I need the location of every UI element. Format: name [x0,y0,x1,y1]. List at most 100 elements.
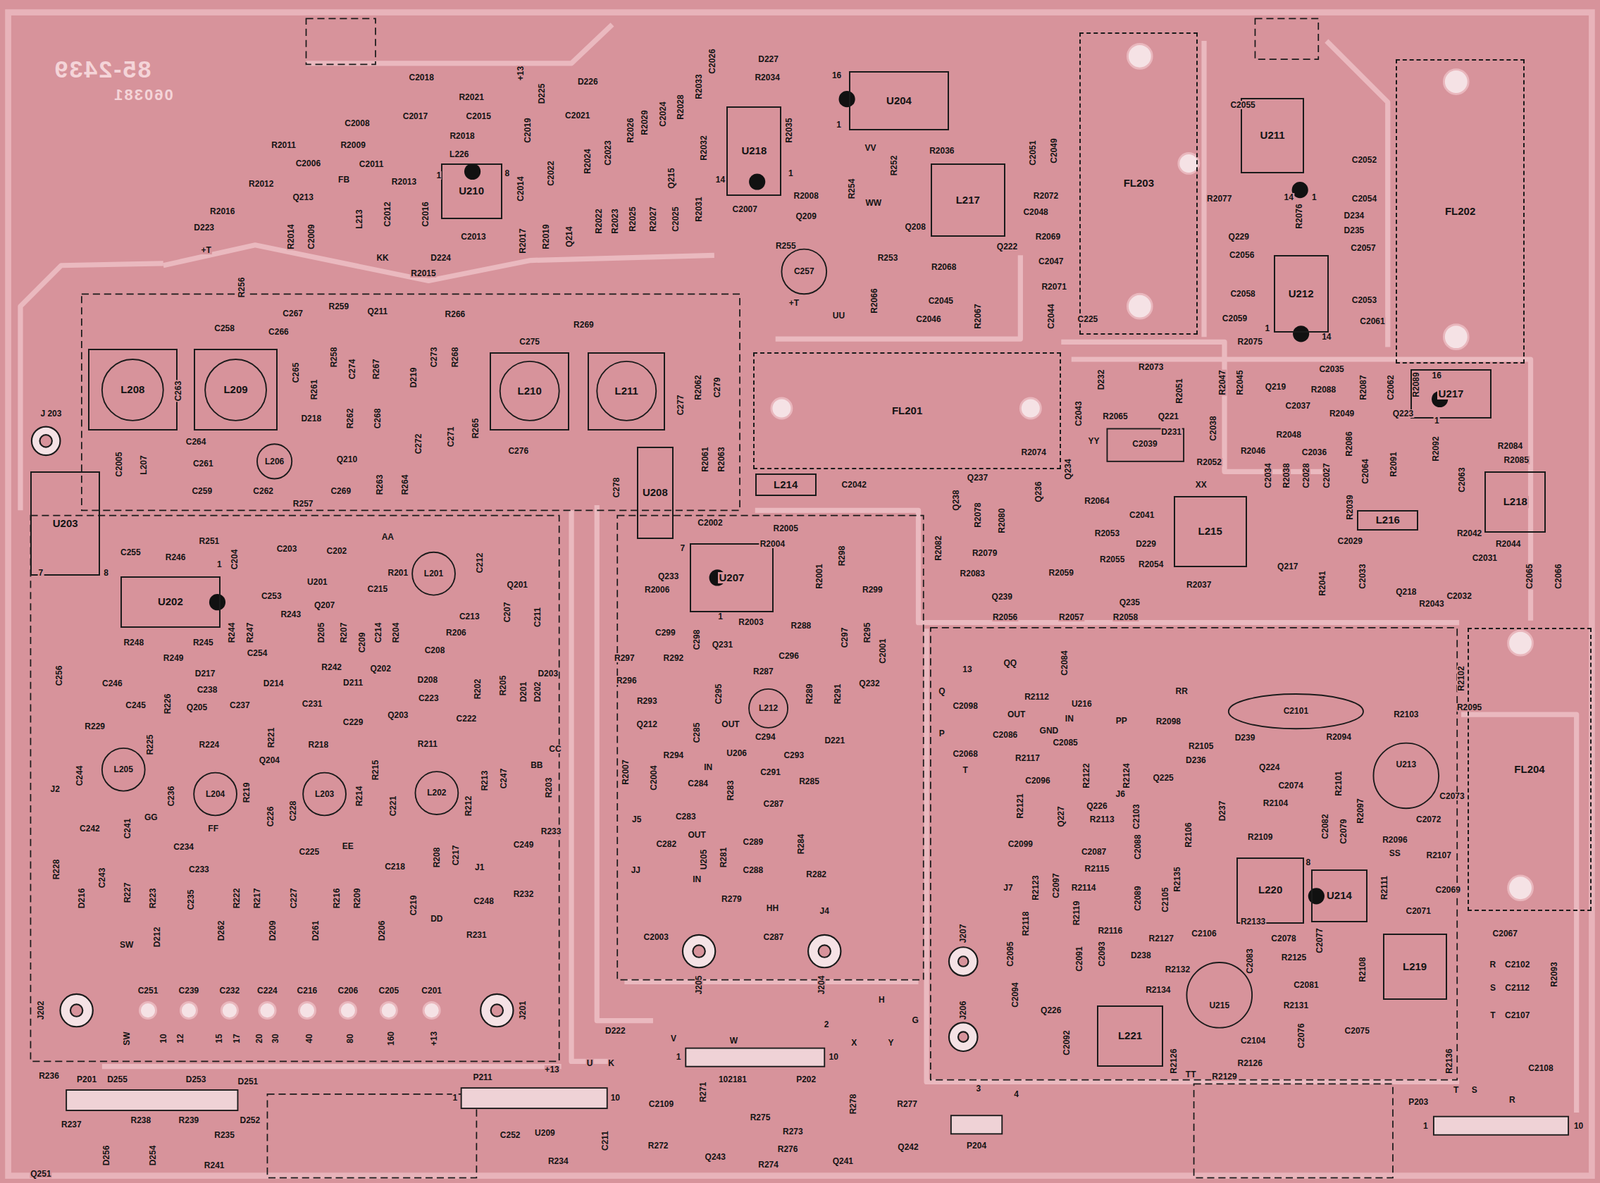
part-label: R2068 [930,262,957,272]
part-name: U212 [1287,288,1316,301]
part-label: R285 [798,777,821,786]
part-label: R265 [471,417,480,440]
part-label: R2058 [1112,612,1139,622]
part-label: 1 [1422,1121,1429,1131]
part-label: V [670,1034,678,1043]
part-label: R271 [698,1080,708,1103]
part-label: C2024 [658,101,668,128]
part-label: Q207 [313,600,336,610]
trace [775,255,1021,339]
part-label: R2092 [1431,436,1441,463]
part-label: R293 [636,696,659,706]
part-label: C2088 [1133,833,1143,860]
part-label: R212 [464,795,473,818]
part-label: R2118 [1021,910,1031,937]
part-label: R2112 [1023,692,1050,702]
ic-can [1186,962,1252,1028]
part-label: AA [381,532,395,542]
part-label: C255 [119,548,142,557]
part-label: J 203 [39,409,62,418]
part-label: L201 [423,569,444,578]
part-label: R2039 [1345,493,1355,520]
part-label: R2036 [928,146,955,155]
part-label: R267 [371,358,381,381]
part-label: J4 [819,906,830,916]
part-label: C257 [793,267,816,276]
shield-outline [267,1094,477,1178]
part-label: Q233 [657,572,680,581]
part-label: R207 [339,622,349,644]
part-label: C2094 [1011,981,1020,1008]
part-label: C2068 [951,749,978,759]
part-label: R2046 [1239,446,1267,456]
trace [163,245,715,282]
copper-traces [20,24,1577,1113]
part-label: R282 [805,870,828,879]
part-label: Q223 [1392,409,1415,418]
part-name: L221 [1116,1030,1144,1043]
part-label: JJ [630,865,642,875]
coil-circle [500,361,560,421]
part-name: L219 [1401,960,1429,973]
part-label: C233 [188,865,210,874]
shield-outline [306,18,376,65]
part-label: R2011 [270,140,297,150]
part-label: +T [788,298,800,308]
part-label: R2125 [1280,953,1307,962]
part-label: R245 [192,638,215,647]
part-label: C2045 [927,296,954,306]
part-name: L216 [1374,514,1402,527]
part-name: U208 [641,486,670,499]
part-label: C2058 [1229,289,1256,299]
part-label: 14 [1321,332,1332,341]
part-label: J207 [958,923,968,945]
part-label: J2 [50,784,61,794]
part-label: 14 [715,175,726,184]
part-label: 1 [452,1093,459,1102]
part-label: D206 [377,920,387,942]
part-label: R256 [237,276,246,299]
part-label: R2091 [1389,450,1398,477]
part-label: R2134 [1144,985,1171,995]
part-label: R2116 [1096,926,1124,935]
coil-circle [102,748,146,792]
part-label: R2077 [1206,194,1233,203]
part-label: U209 [534,1128,556,1138]
part-label: C204 [230,548,239,570]
part-label: C226 [266,805,275,828]
shield-outline [1254,18,1319,60]
part-label: C2037 [1285,401,1312,411]
part-label: C2043 [1074,400,1083,427]
part-label: R275 [749,1113,772,1122]
part-label: Q205 [185,703,208,712]
pin-dot [209,593,226,611]
part-label: C262 [252,486,275,496]
part-label: C299 [654,628,677,637]
board-edge-trace [8,12,1593,1176]
part-label: R246 [164,553,187,562]
part-label: R203 [544,777,554,799]
ic-outline: U208 [636,446,674,539]
pad [423,1001,440,1019]
part-label: R2113 [1089,815,1116,824]
part-label: D222 [604,1026,627,1035]
part-label: Q231 [711,640,734,649]
part-label: R232 [512,889,535,899]
part-label: R2032 [699,134,709,161]
part-label: P [938,729,946,738]
part-label: C271 [446,426,456,449]
part-label: IN [691,875,702,884]
part-label: R2086 [1344,430,1354,457]
jack [31,426,61,456]
part-label: C2107 [1504,1011,1531,1020]
part-label: Q218 [1394,587,1417,597]
trace [926,628,1460,1082]
part-label: Q208 [903,222,926,232]
part-label: Q201 [506,580,529,589]
part-label: C2012 [383,200,392,227]
part-label: Q224 [1258,763,1281,772]
part-name: U204 [884,95,914,108]
